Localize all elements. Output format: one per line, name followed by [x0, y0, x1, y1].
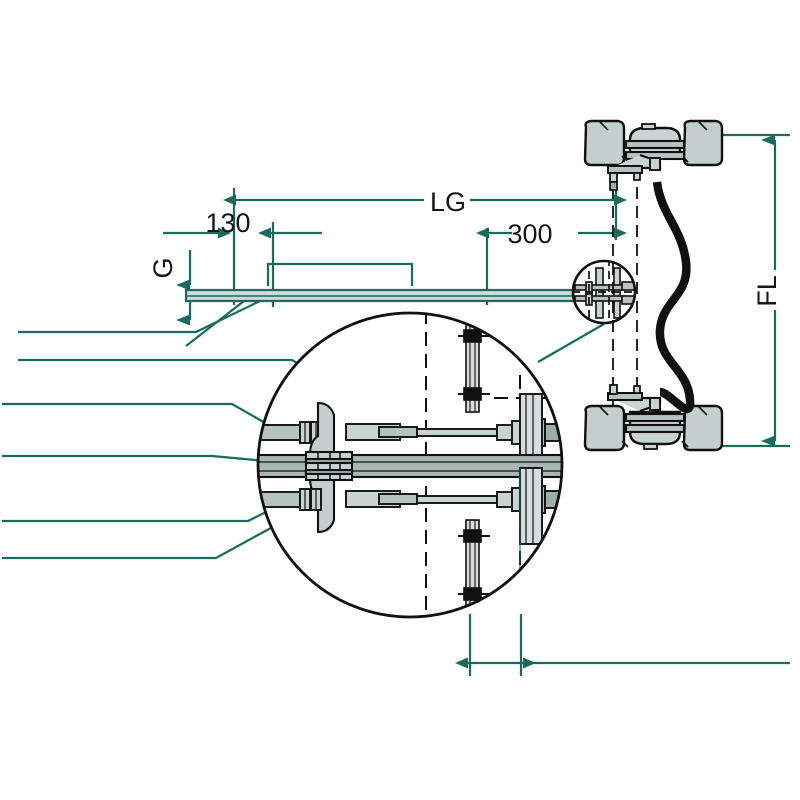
detail-circle-boundary [256, 311, 564, 619]
upper-right-block [681, 119, 724, 167]
upper-bracket [607, 153, 662, 191]
main-rail [184, 262, 618, 303]
dimension-label-130: 130 [205, 208, 250, 238]
dimension-300: 300 [476, 219, 627, 305]
upper-carriage-assembly [583, 119, 724, 191]
dimension-label-fl: FL [752, 275, 782, 307]
upper-detail-leader [537, 323, 605, 363]
flexible-cable-hose [652, 181, 695, 413]
upper-left-block [583, 119, 629, 167]
leader-line-1 [18, 300, 261, 334]
dimension-fl: FL [700, 133, 790, 448]
dimension-label-300: 300 [507, 219, 552, 249]
dimension-g: G [148, 250, 192, 326]
detail-marker-circle [571, 259, 637, 325]
lower-left-block [583, 404, 629, 452]
lower-bracket [607, 384, 662, 413]
magnified-detail-view [256, 311, 564, 619]
detail-lower-shaft-assembly [258, 467, 562, 545]
lower-central-body [624, 406, 686, 450]
dimension-bottom-gap [455, 614, 790, 676]
lower-carriage-assembly [583, 384, 724, 452]
centerlines-vertical [612, 168, 638, 410]
dimension-label-g: G [148, 257, 178, 278]
dimension-label-lg: LG [430, 187, 466, 217]
leader-line-6 [2, 511, 301, 560]
leader-line-2 [18, 358, 313, 373]
dimension-lg: LG [223, 150, 627, 305]
detail-upper-shaft-assembly [258, 393, 562, 471]
